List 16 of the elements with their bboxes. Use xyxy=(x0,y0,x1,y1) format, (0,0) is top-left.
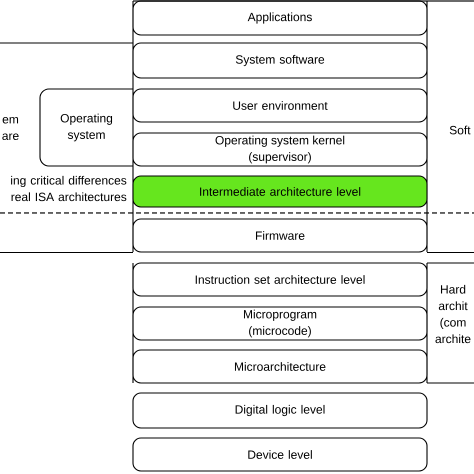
layer-box: System software xyxy=(132,42,428,79)
side-label: em are xyxy=(2,116,19,140)
layer-box: Microarchitecture xyxy=(132,349,428,384)
side-label-box: Operating system xyxy=(39,88,133,167)
layer-box: Firmware xyxy=(132,218,428,253)
layer-box: User environment xyxy=(132,88,428,123)
layer-box: Microprogram (microcode) xyxy=(132,306,428,341)
layer-box: Applications xyxy=(132,0,428,36)
highlighted-layer-box: Intermediate architecture level xyxy=(132,175,428,208)
side-label: Soft xyxy=(450,126,470,134)
layer-box: Digital logic level xyxy=(132,392,428,429)
layer-box: Device level xyxy=(132,437,428,472)
layer-box: Instruction set architecture level xyxy=(132,262,428,297)
side-label: ing critical differences real ISA architectures xyxy=(11,176,126,202)
layer-box: Operating system kernel (supervisor) xyxy=(132,132,428,167)
side-label: Hard archit (com archite xyxy=(436,284,470,344)
